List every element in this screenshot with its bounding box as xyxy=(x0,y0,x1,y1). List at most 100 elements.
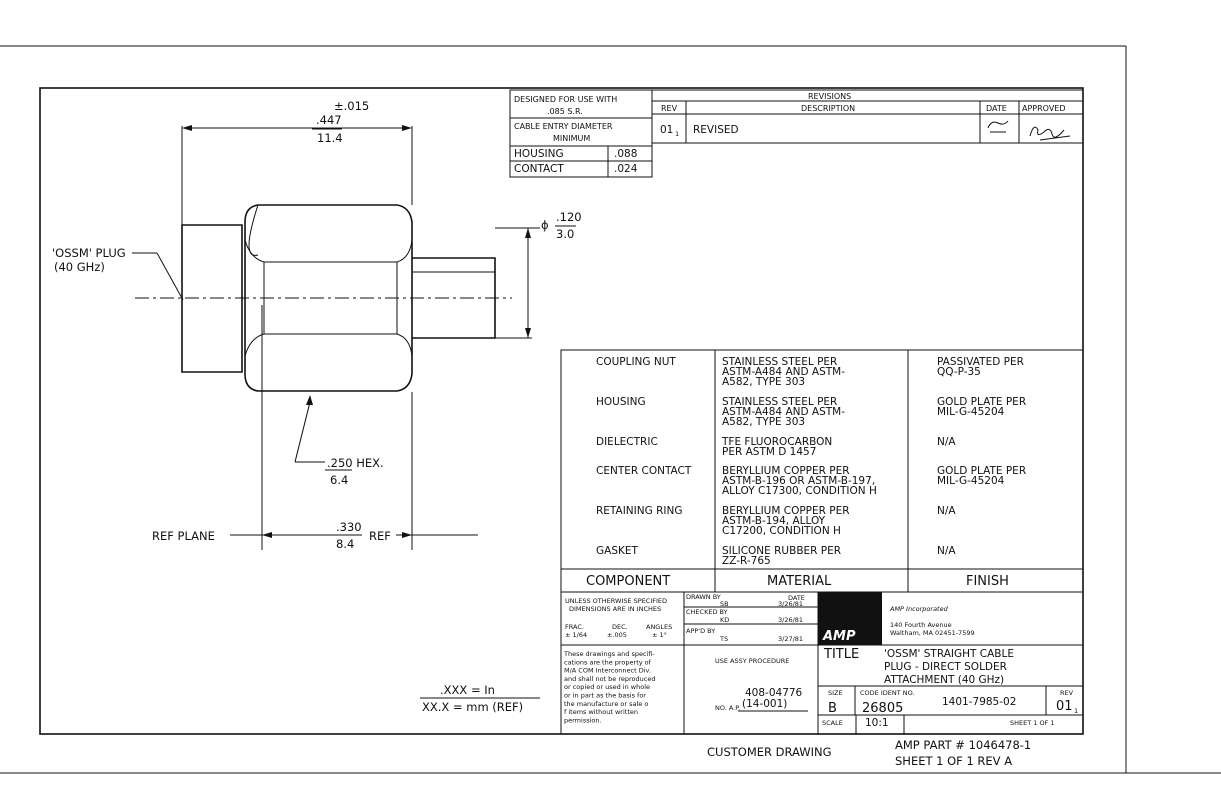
drawing-footer: CUSTOMER DRAWING AMP PART # 1046478-1 SH… xyxy=(707,738,1031,768)
code-ident-label: CODE IDENT NO. xyxy=(860,689,915,697)
property-notice-line: These drawings and specifi- xyxy=(563,650,655,658)
company-name: AMP Incorporated xyxy=(889,605,949,613)
title-block: UNLESS OTHERWISE SPECIFIED DIMENSIONS AR… xyxy=(560,592,1083,734)
revision-row-rev-sub: 1 xyxy=(675,130,679,138)
bom-material-line: ASTM-B-194, ALLOY xyxy=(722,515,826,527)
checked-by-value: KD xyxy=(720,616,729,624)
property-notice-line: and shall not be reproduced xyxy=(564,675,655,683)
material-header: MATERIAL xyxy=(767,574,832,589)
bom-component: GASKET xyxy=(596,545,639,557)
component-header: COMPONENT xyxy=(586,574,670,589)
frac-value: ± 1/64 xyxy=(565,631,587,639)
tolerance-note-line2: DIMENSIONS ARE IN INCHES xyxy=(569,605,661,613)
units-mm-note: XX.X = mm (REF) xyxy=(422,700,523,714)
bom-finish-line: QQ-P-35 xyxy=(937,366,981,378)
title-line: 'OSSM' STRAIGHT CABLE xyxy=(884,648,1014,660)
bom-finish-line: MIL-G-45204 xyxy=(937,475,1005,487)
scale-value: 10:1 xyxy=(865,717,889,729)
property-notice-line: M/A COM Interconnect Div. xyxy=(564,667,651,675)
revisions-block: REVISIONS REV DESCRIPTION DATE APPROVED … xyxy=(651,89,1084,144)
designed-for-line2: .085 S.R. xyxy=(547,107,583,116)
plug-callout-line2: (40 GHz) xyxy=(54,260,105,274)
bom-finish-line: PASSIVATED PER xyxy=(937,356,1024,368)
drawn-by-value: SB xyxy=(720,600,729,608)
amp-logo-text: AMP xyxy=(822,629,856,644)
hex-mm-label: 6.4 xyxy=(330,473,348,487)
approved-by-label: APP'D BY xyxy=(686,627,715,635)
company-address1: 140 Fourth Avenue xyxy=(890,621,952,629)
dec-value: ±.005 xyxy=(607,631,627,639)
bom-finish-line: N/A xyxy=(937,545,956,557)
units-inch-note: .XXX = In xyxy=(440,683,495,697)
revision-row-description: REVISED xyxy=(693,124,739,136)
company-address2: Waltham, MA 02451-7599 xyxy=(890,629,975,637)
bom-material-line: ALLOY C17300, CONDITION H xyxy=(722,485,877,497)
code-ident-value: 26805 xyxy=(862,701,903,716)
dimension-labels: ±.015 .447 11.4 'OSSM' PLUG (40 GHz) ϕ .… xyxy=(52,99,582,714)
connector-outline xyxy=(135,204,512,392)
cable-row-label: CONTACT xyxy=(514,163,564,175)
rev-header: REV xyxy=(661,104,678,113)
assy-procedure-label: USE ASSY PROCEDURE xyxy=(715,657,789,665)
bom-component: COUPLING NUT xyxy=(596,356,676,368)
dec-label: DEC. xyxy=(612,623,628,631)
bom-material-line: BERYLLIUM COPPER PER xyxy=(722,465,850,477)
cable-row-value: .024 xyxy=(614,163,638,175)
dimension-lines xyxy=(132,125,576,550)
revisions-title: REVISIONS xyxy=(808,92,851,101)
bom-material-line: A582, TYPE 303 xyxy=(722,376,805,388)
ref-plane-label: REF PLANE xyxy=(152,529,215,543)
checked-by-label: CHECKED BY xyxy=(686,608,728,616)
size-value: B xyxy=(828,701,837,716)
tolerance-note-line1: UNLESS OTHERWISE SPECIFIED xyxy=(565,597,667,605)
title-line: ATTACHMENT (40 GHz) xyxy=(884,674,1004,686)
approved-date: 3/27/81 xyxy=(778,635,803,643)
cable-spec-table: DESIGNED FOR USE WITH .085 S.R. CABLE EN… xyxy=(509,89,653,178)
cable-row-label: HOUSING xyxy=(514,148,564,160)
finish-header: FINISH xyxy=(966,574,1009,589)
bom-material-line: ASTM-A484 AND ASTM- xyxy=(722,366,845,378)
bom-component: HOUSING xyxy=(596,396,646,408)
date-header: DATE xyxy=(986,104,1007,113)
diameter-symbol: ϕ xyxy=(541,218,549,232)
drawn-by-label: DRAWN BY xyxy=(686,593,721,601)
drawing-number: 1401-7985-02 xyxy=(942,696,1016,708)
approved-by-value: TS xyxy=(719,635,728,643)
revision-row-rev: 01 xyxy=(660,124,673,136)
length-inch-label: .447 xyxy=(316,113,342,127)
ref-suffix-label: REF xyxy=(369,529,391,543)
bom-material-line: BERYLLIUM COPPER PER xyxy=(722,505,850,517)
customer-drawing-label: CUSTOMER DRAWING xyxy=(707,745,832,759)
designed-for-line1: DESIGNED FOR USE WITH xyxy=(514,95,617,104)
ap-number-label: NO. A.P. xyxy=(715,704,740,712)
bom-finish-line: N/A xyxy=(937,436,956,448)
ap-number: (14-001) xyxy=(742,698,787,710)
bom-finish-line: GOLD PLATE PER xyxy=(937,396,1026,408)
frac-label: FRAC. xyxy=(565,623,584,631)
property-notice: These drawings and specifi-cations are t… xyxy=(563,650,655,724)
length-mm-label: 11.4 xyxy=(317,131,343,145)
rev-value: 01 xyxy=(1056,699,1073,714)
sheet-label: SHEET 1 OF 1 xyxy=(1010,719,1055,727)
bom-component: CENTER CONTACT xyxy=(596,465,692,477)
ref-inch-label: .330 xyxy=(336,520,362,534)
bom-material-line: TFE FLUOROCARBON xyxy=(721,436,832,448)
property-notice-line: or in part as the basis for xyxy=(564,692,646,700)
bom-material-line: PER ASTM D 1457 xyxy=(722,446,816,458)
date-stamp-mark xyxy=(987,120,1009,133)
size-label: SIZE xyxy=(828,689,843,697)
title-line: PLUG - DIRECT SOLDER xyxy=(884,661,1007,673)
bom-material-line: A582, TYPE 303 xyxy=(722,416,805,428)
bom-finish-line: N/A xyxy=(937,505,956,517)
plug-callout-line1: 'OSSM' PLUG xyxy=(52,246,126,260)
bom-material-line: ZZ-R-765 xyxy=(722,555,771,567)
date-label: DATE xyxy=(788,594,805,602)
angles-value: ± 1° xyxy=(652,631,667,639)
tolerance-label: ±.015 xyxy=(334,99,369,113)
bom-component: RETAINING RING xyxy=(596,505,682,517)
diameter-mm-label: 3.0 xyxy=(556,227,574,241)
amp-part-number: AMP PART # 1046478-1 xyxy=(895,738,1031,752)
hex-inch-label: .250 HEX. xyxy=(327,456,384,470)
